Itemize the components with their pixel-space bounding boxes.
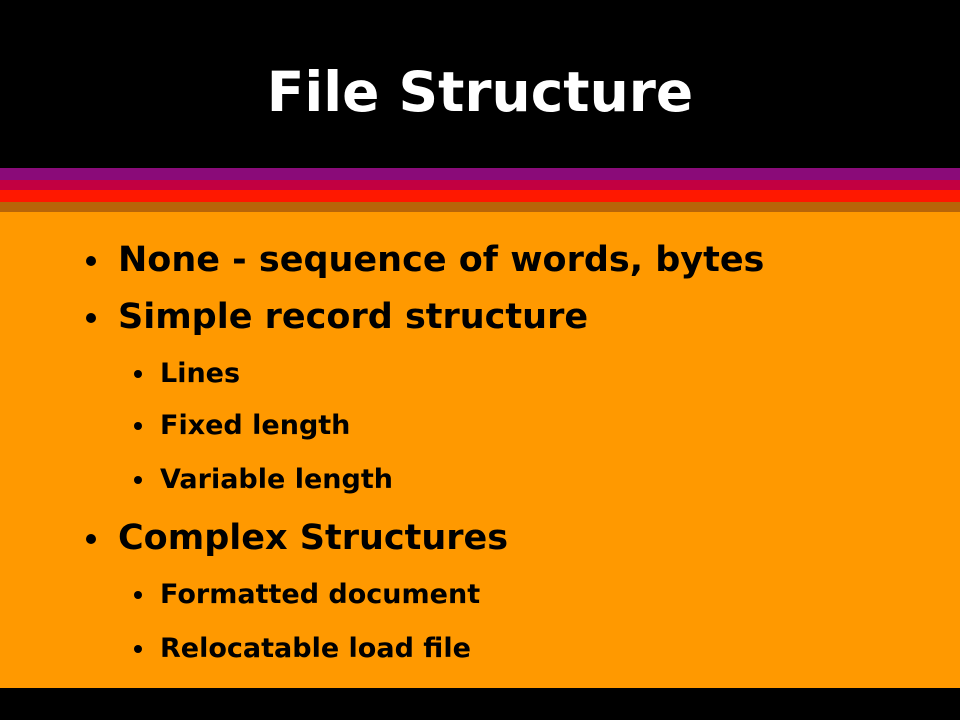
sub-bullet-dot-icon — [134, 422, 142, 430]
sub-bullet-dot-icon — [134, 370, 142, 378]
bullet-dot-icon — [86, 256, 96, 266]
sub-bullet-dot-icon — [134, 591, 142, 599]
sub-bullet-text: Lines — [160, 358, 241, 389]
divider-stripe-red — [0, 190, 960, 202]
sub-bullet-dot-icon — [134, 476, 142, 484]
sub-bullet-dot-icon — [134, 645, 142, 653]
sub-bullet-text: Formatted document — [160, 579, 481, 610]
divider-stripe-crimson — [0, 180, 960, 190]
bullet-text: Complex Structures — [118, 518, 509, 558]
bullet-dot-icon — [86, 534, 96, 544]
divider-stripe-brown — [0, 202, 960, 212]
slide-content: None - sequence of words, bytes Simple r… — [0, 212, 960, 688]
sub-bullet-text: Fixed length — [160, 410, 351, 441]
bullet-dot-icon — [86, 313, 96, 323]
bullet-text: Simple record structure — [118, 297, 589, 337]
divider-stripe-purple — [0, 168, 960, 180]
sub-bullet-text: Relocatable load file — [160, 633, 471, 664]
bullet-text: None - sequence of words, bytes — [118, 240, 765, 280]
slide-title: File Structure — [266, 60, 694, 124]
sub-bullet-text: Variable length — [160, 464, 393, 495]
